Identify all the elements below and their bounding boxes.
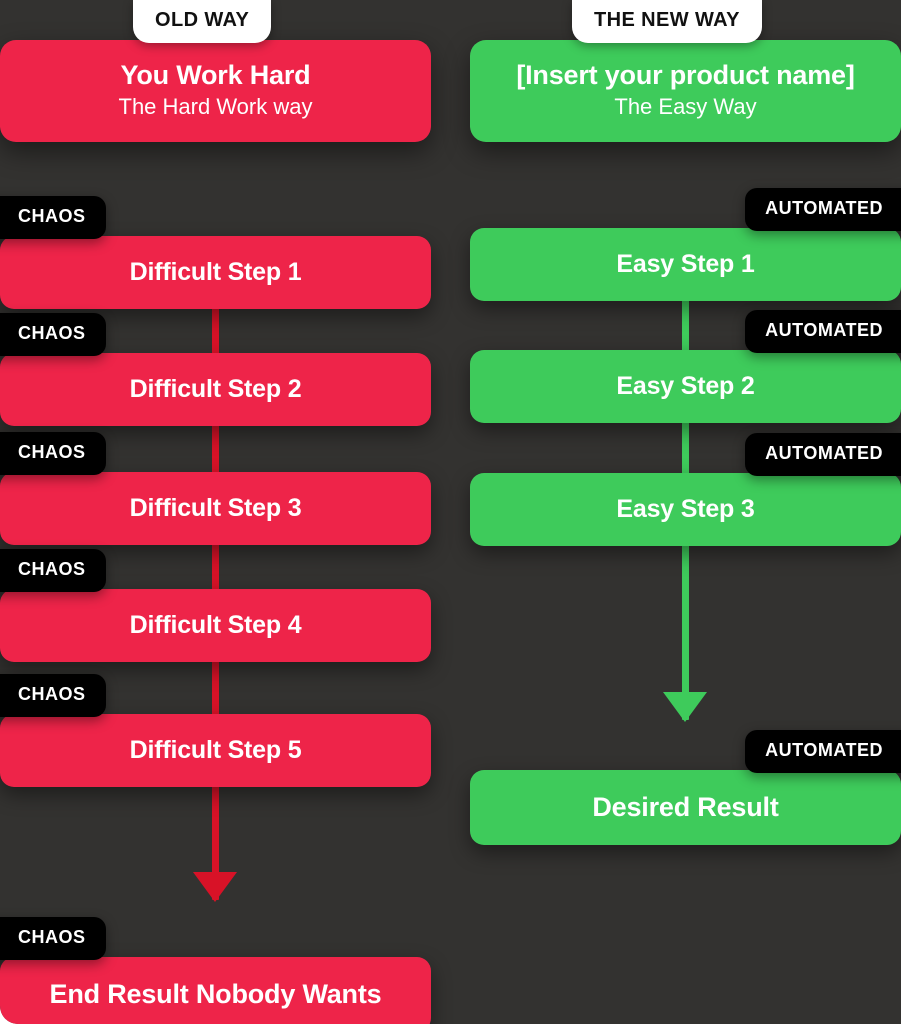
new-way-column: THE NEW WAY [Insert your product name] T… [470, 0, 901, 1024]
chaos-badge: CHAOS [0, 674, 106, 717]
automated-badge: AUTOMATED [745, 310, 901, 353]
old-way-step-box[interactable]: Difficult Step 2 [0, 353, 431, 426]
automated-badge: AUTOMATED [745, 433, 901, 476]
old-way-header-title: You Work Hard [120, 60, 311, 90]
automated-badge: AUTOMATED [745, 188, 901, 231]
old-way-result-box[interactable]: End Result Nobody Wants [0, 957, 431, 1024]
old-way-step-box[interactable]: Difficult Step 5 [0, 714, 431, 787]
old-way-column: OLD WAY You Work Hard The Hard Work way … [0, 0, 431, 1024]
chaos-badge: CHAOS [0, 313, 106, 356]
automated-badge: AUTOMATED [745, 730, 901, 773]
new-way-step-box[interactable]: Easy Step 2 [470, 350, 901, 423]
new-way-header-card: [Insert your product name] The Easy Way [470, 40, 901, 143]
old-way-header-card: You Work Hard The Hard Work way [0, 40, 431, 143]
tab-the-new-way[interactable]: THE NEW WAY [572, 0, 762, 43]
new-way-result-box[interactable]: Desired Result [470, 770, 901, 845]
old-way-header-subtitle: The Hard Work way [118, 94, 313, 120]
old-way-arrow-head-icon [193, 872, 237, 902]
chaos-badge: CHAOS [0, 432, 106, 475]
new-way-arrow-head-icon [663, 692, 707, 722]
new-way-step-box[interactable]: Easy Step 1 [470, 228, 901, 301]
chaos-badge: CHAOS [0, 549, 106, 592]
chaos-badge: CHAOS [0, 196, 106, 239]
tab-old-way[interactable]: OLD WAY [133, 0, 272, 43]
old-way-step-box[interactable]: Difficult Step 1 [0, 236, 431, 309]
old-way-step-box[interactable]: Difficult Step 3 [0, 472, 431, 545]
chaos-badge: CHAOS [0, 917, 106, 960]
old-way-step-box[interactable]: Difficult Step 4 [0, 589, 431, 662]
new-way-step-box[interactable]: Easy Step 3 [470, 473, 901, 546]
new-way-header-title: [Insert your product name] [516, 60, 855, 90]
new-way-header-subtitle: The Easy Way [614, 94, 757, 120]
